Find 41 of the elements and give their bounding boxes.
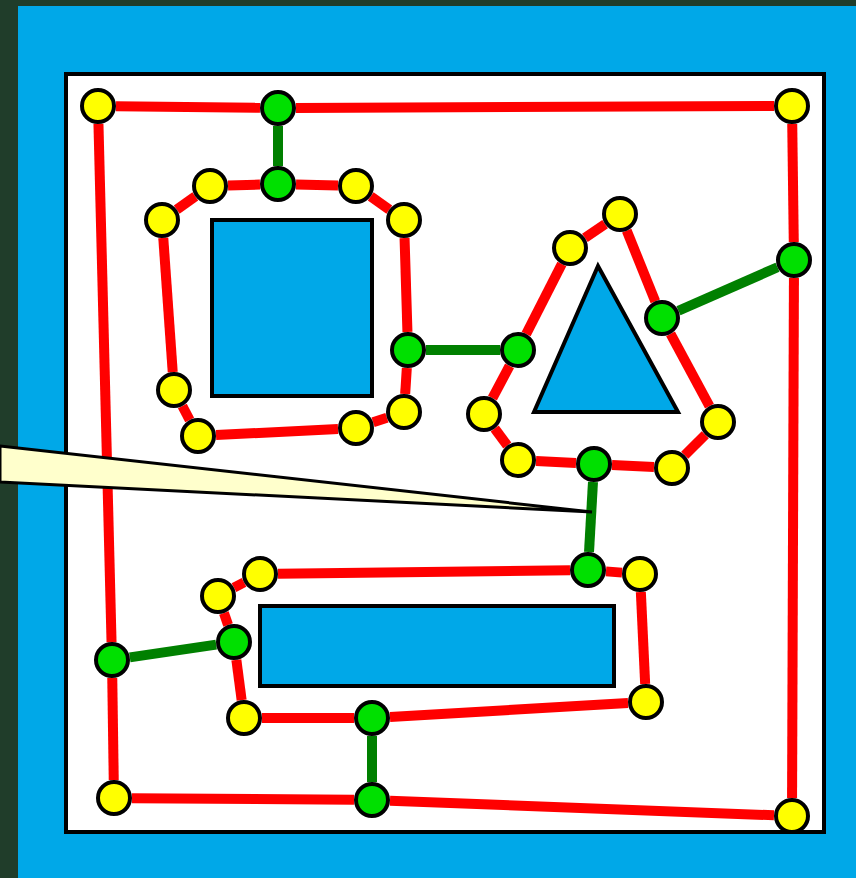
edge-line <box>622 228 660 304</box>
edge-line <box>215 423 339 441</box>
edge-line <box>231 659 247 701</box>
edge-line <box>787 123 799 243</box>
edge-line <box>666 331 714 409</box>
edge-line <box>296 101 774 113</box>
edge-line <box>107 677 119 781</box>
edge-line <box>367 192 393 214</box>
edge-line <box>131 793 355 805</box>
edge-line <box>262 713 354 723</box>
edge-line <box>158 237 178 373</box>
edge-line <box>115 101 261 113</box>
edge-line <box>173 192 199 214</box>
edge-line <box>231 577 247 593</box>
edge-line <box>676 262 780 316</box>
edge-line <box>129 639 217 663</box>
edge-line <box>635 591 651 685</box>
edge-line <box>399 237 413 333</box>
edge-line <box>611 459 655 473</box>
edge-line <box>521 261 567 337</box>
edge-line <box>367 736 377 782</box>
edge-line <box>219 611 233 627</box>
edge-line <box>787 278 799 798</box>
edge-line <box>584 481 598 553</box>
edge-line <box>389 698 629 722</box>
edge-line <box>93 123 117 643</box>
edge-line <box>227 179 261 191</box>
edge-line <box>582 220 608 242</box>
edge-line <box>177 403 195 423</box>
edge-line <box>389 795 775 821</box>
edge-line <box>295 179 339 191</box>
edge-line <box>488 363 514 401</box>
edge-line <box>277 565 571 579</box>
edge-line <box>681 431 709 459</box>
edge-line <box>371 412 389 428</box>
edge-line <box>605 566 623 578</box>
edge-line <box>426 345 500 355</box>
edge-line <box>490 425 512 449</box>
edge-line <box>400 367 412 395</box>
edge-line <box>273 126 283 166</box>
edge-line <box>535 455 577 469</box>
